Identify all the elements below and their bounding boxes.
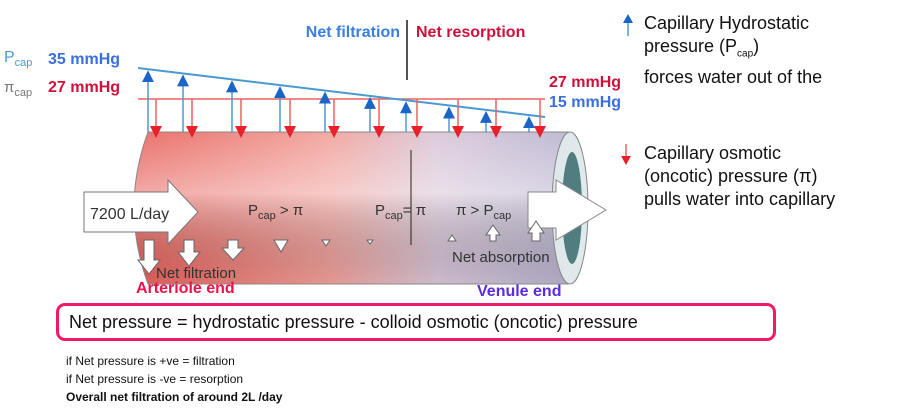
arteriole-end-label: Arteriole end xyxy=(136,280,235,297)
notes: if Net pressure is +ve = filtration if N… xyxy=(66,352,282,406)
legend-osmotic-line3: pulls water into capillary xyxy=(644,189,836,209)
pressure-arrows xyxy=(142,70,546,138)
filtration-arrows xyxy=(136,220,545,275)
note-positive: if Net pressure is +ve = filtration xyxy=(66,354,235,368)
pcap-end-value: 15 mmHg xyxy=(549,94,621,111)
pcap-symbol: Pcap xyxy=(4,49,32,69)
pcap-start-value: 35 mmHg xyxy=(48,51,120,68)
hydrostatic-pressure-line xyxy=(137,67,546,118)
legend-hydrostatic-line1: Capillary Hydrostatic xyxy=(644,13,810,33)
capillary-tube xyxy=(83,131,607,285)
pi-symbol: πcap xyxy=(4,79,32,99)
legend-osmotic: Capillary osmotic (oncotic) pressure (π)… xyxy=(621,142,836,211)
net-resorption-header: Net resorption xyxy=(416,24,525,41)
legend-hydrostatic-line3: forces water out of the xyxy=(644,66,823,87)
net-filtration-header: Net filtration xyxy=(306,24,400,41)
net-filtration-tube-label: Net filtration xyxy=(156,265,236,282)
legend-hydrostatic-line2: pressure (Pcap) xyxy=(644,36,760,60)
net-pressure-formula: Net pressure = hydrostatic pressure - co… xyxy=(69,312,638,332)
pi-end-value: 27 mmHg xyxy=(549,74,621,91)
blue-up-arrow-icon xyxy=(623,14,633,36)
legend-osmotic-line1: Capillary osmotic xyxy=(644,143,782,163)
left-relation: Pcap > π xyxy=(248,202,303,222)
net-pressure-formula-box: Net pressure = hydrostatic pressure - co… xyxy=(56,303,776,341)
note-negative: if Net pressure is -ve = resorption xyxy=(66,372,244,386)
right-relation: π > Pcap xyxy=(456,202,511,222)
legend-hydrostatic: Capillary Hydrostatic pressure (Pcap) fo… xyxy=(622,12,822,89)
note-overall: Overall net filtration of around 2L /day xyxy=(66,390,283,404)
flow-rate-label: 7200 L/day xyxy=(90,206,169,223)
pi-start-value: 27 mmHg xyxy=(48,79,120,96)
mid-relation: Pcap= π xyxy=(375,202,426,222)
red-down-arrow-icon xyxy=(621,144,631,165)
net-absorption-label: Net absorption xyxy=(452,249,550,266)
venule-end-label: Venule end xyxy=(477,283,561,300)
legend-osmotic-line2: (oncotic) pressure (π) xyxy=(644,166,818,186)
